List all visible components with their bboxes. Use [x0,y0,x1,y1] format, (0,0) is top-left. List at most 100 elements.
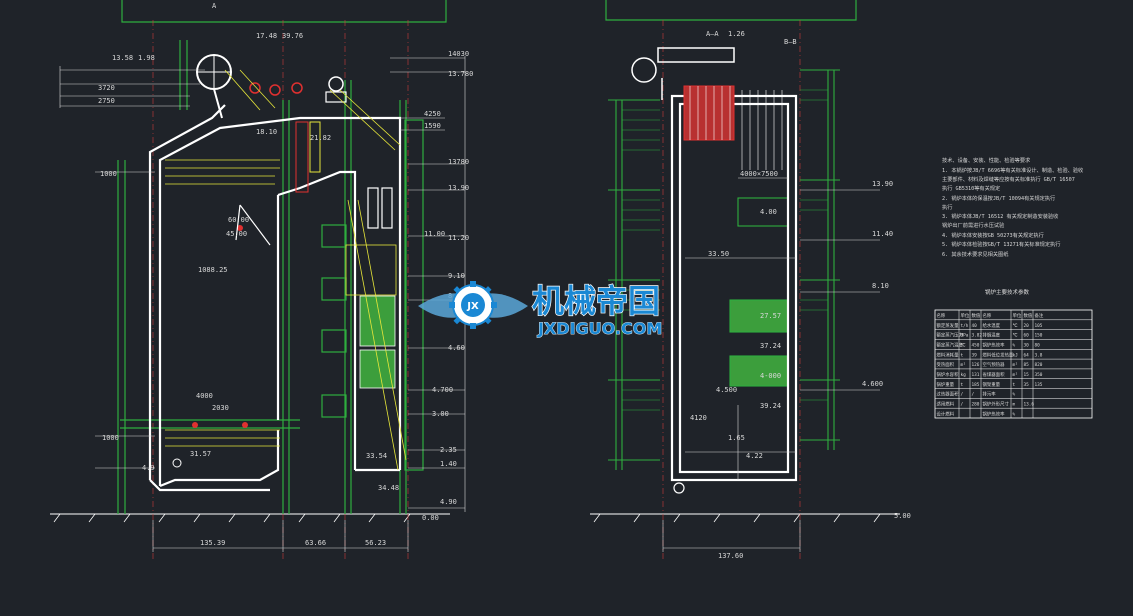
right-level-1: 13.90 [872,180,893,188]
right-dim-inner-9: 4.22 [746,452,763,460]
table-cell: m² [1013,363,1018,368]
table-cell: t/h [961,323,969,329]
left-dim-inner-9: 34.48 [378,484,399,492]
right-top-frame [605,0,857,21]
table-cell: % [1013,343,1016,349]
notes-line-3: 执行 GB5310等有关规定 [942,184,1000,192]
table-cell: / [961,392,964,398]
right-level-2: 13.780 [448,70,473,78]
table-cell: 锅炉热效率 [983,410,1006,417]
right-level-13: 3.00 [432,410,449,418]
table-cell: MPa [961,333,969,339]
table-cell: 30 [1024,343,1030,349]
left-dim-bottom-3: 56.23 [365,539,386,547]
table-cell: 350 [1035,372,1043,378]
table-header-cell: 数值 [1024,312,1033,319]
left-level-3: 3720 [98,84,115,92]
right-section-view [590,0,900,560]
gear-icon: JX [449,281,497,329]
table-cell: 锅炉重量 [937,381,955,388]
section-mark-aa-value: 1.26 [728,30,745,38]
table-cell: m² [1013,373,1018,378]
table-header-cell: 名称 [983,312,992,319]
table-cell: ℃ [961,344,966,349]
left-dim-top-1: 17.48 [256,32,277,40]
table-header-cell: 数值 [972,312,981,319]
section-mark-a: A [212,2,217,10]
watermark-en-text: JXDIGUO.COM [537,319,662,338]
right-level-1: 14030 [448,50,469,58]
furnace-outline [148,104,402,492]
table-cell: 35 [1024,382,1030,388]
notes-line-5: 执行 [942,203,952,211]
table-cell: 15 [1024,372,1030,378]
right-dim-inner-2: 4.00 [760,208,777,216]
right-dim-bottom: 137.60 [718,552,743,560]
table-cell: 排污率 [983,391,997,398]
right-dim-inner-6: 37.24 [760,342,781,350]
front-drain-valve [673,482,685,494]
right-dim-inner-1: 4000×7500 [740,170,778,178]
right-dim-inner-11: 39.24 [760,402,781,410]
table-cell: 126 [972,362,980,368]
table-cell: 40 [972,323,978,329]
table-header-cell: 单位 [961,312,970,319]
left-dim-inner-11: 4.9 [142,464,155,472]
table-cell: 给水温度 [983,322,1001,329]
right-dim-inner-8: 4-000 [760,372,781,380]
left-bottom-dimension [152,520,409,552]
front-inner-dimensions [662,177,880,552]
right-level-7: 11.00 [424,230,445,238]
right-steel-frame [608,69,840,470]
left-level-2: 1.98 [138,54,155,62]
left-dim-bottom-1: 135.39 [200,539,225,547]
notes-line-2: 主要部件、材料及焊缝等应按有关标准执行 GB/T 16507 [942,175,1075,183]
table-cell: 设计燃料 [937,410,955,417]
front-steam-drum [631,47,783,170]
left-top-frame [121,0,447,23]
table-cell: 131 [972,372,980,378]
left-view-labels: A 135.39 63.66 56.23 17.48 39.76 18.10 2… [98,2,473,547]
left-ground-hatch [53,513,411,523]
table-cell: 额定蒸汽温度 [937,342,964,349]
right-stair-treads [622,89,828,411]
left-dim-inner-8: 33.54 [366,452,387,460]
right-level-15: 1.40 [440,460,457,468]
left-dim-inner-2: 21.82 [310,134,331,142]
left-level-lines [59,66,205,469]
table-cell: / [961,401,964,407]
right-level-14: 2.35 [440,446,457,454]
right-level-3: 8.10 [872,282,889,290]
table-cell: 燃料消耗量 [937,351,960,358]
table-cell: 钢架重量 [983,381,1001,388]
table-cell: 80 [1035,343,1041,349]
left-level-1: 13.58 [112,54,133,62]
table-cell: 锅炉外形尺寸 [983,400,1010,407]
watermark-cn-text: 机械帝国 [532,282,660,320]
table-cell: 60 [1024,333,1030,339]
section-mark-bb: B—B [784,38,797,46]
right-level-5: 5.00 [894,512,911,520]
right-level-17: 0.00 [422,514,439,522]
left-yellow-hatch [165,69,407,471]
left-dim-inner-7: 2030 [212,404,229,412]
left-elevation-view [50,0,466,560]
notes-line-8: 4. 锅炉本体安装按GB 50273有关规定执行 [942,231,1044,239]
table-cell: 燃料低位发热量 [983,351,1014,358]
table-cell: kJ [1013,352,1019,358]
table-title: 锅炉主要技术参数 [985,288,1030,296]
section-mark-aa: A—A [706,30,719,38]
table-cell: 280 [972,401,980,407]
right-level-11: 4.60 [448,344,465,352]
right-level-12: 4.700 [432,386,453,394]
table-cell: 额定蒸汽压力 [937,332,963,339]
right-centre-lines [662,20,801,560]
table-cell: 3.8 [1035,352,1043,358]
table-cell: % [1013,411,1016,417]
table-cell: 105 [1035,323,1043,329]
table-cell: 锅炉热效率 [983,342,1006,349]
table-cell: t [961,352,964,358]
notes-line-10: 6. 其余技术要求见相关图纸 [942,250,1008,258]
